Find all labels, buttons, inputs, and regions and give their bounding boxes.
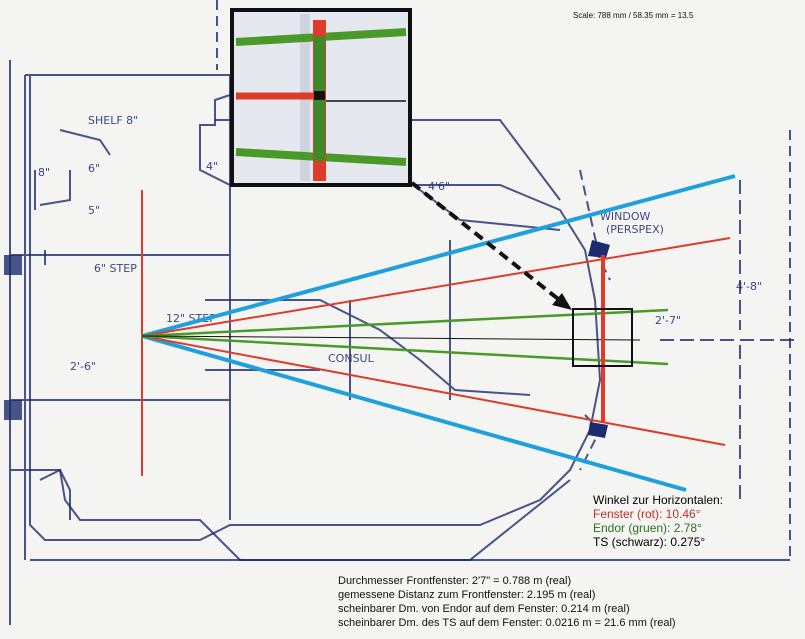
- label-step6: 6" STEP: [94, 262, 137, 275]
- angle-ts: TS (schwarz): 0.275°: [593, 535, 706, 549]
- label-six: 6": [88, 162, 100, 175]
- zoom-inset: [230, 8, 412, 187]
- label-four: 4": [206, 160, 218, 173]
- note-diameter: Durchmesser Frontfenster: 2'7" = 0.788 m…: [338, 575, 572, 587]
- endor-upper-line: [141, 308, 669, 338]
- blueprint-floorplan: SHELF 8" 8" 6" 5" 4" 4'6" 6" STEP 12" ST…: [4, 0, 800, 625]
- fov-upper-line: [141, 174, 736, 338]
- fov-lower-line: [141, 334, 687, 492]
- angles-title: Winkel zur Horizontalen:: [593, 493, 724, 507]
- note-distance: gemessene Distanz zum Frontfenster: 2.19…: [338, 589, 596, 601]
- label-shelf: SHELF 8": [88, 114, 138, 127]
- window-lower-line: [141, 335, 726, 446]
- label-eight: 8": [38, 166, 50, 179]
- scale-label: Scale: 788 mm / 58.35 mm = 13.5: [573, 11, 694, 20]
- angle-window: Fenster (rot): 10.46°: [593, 507, 701, 521]
- ts-line: [141, 335, 641, 341]
- zoom-region-box: [572, 308, 633, 367]
- window-upper-line: [141, 237, 731, 337]
- label-window-dim: 2'-7": [655, 314, 681, 327]
- label-perspex: (PERSPEX): [606, 223, 664, 236]
- label-four-six: 4'6": [428, 180, 450, 193]
- label-step12: 12" STEP: [166, 312, 216, 325]
- label-window: WINDOW: [600, 210, 650, 223]
- angles-legend: Winkel zur Horizontalen: Fenster (rot): …: [593, 493, 723, 549]
- angle-endor: Endor (gruen): 2.78°: [593, 521, 702, 535]
- note-endor: scheinbarer Dm. von Endor auf dem Fenste…: [338, 603, 630, 615]
- label-width: 2'-6": [70, 360, 96, 373]
- annotation-lines: [141, 174, 736, 492]
- note-ts: scheinbarer Dm. des TS auf dem Fenster: …: [338, 617, 676, 629]
- arrow-head-icon: [552, 293, 572, 310]
- label-consul: CONSUL: [328, 352, 375, 365]
- label-five: 5": [88, 204, 100, 217]
- measurement-notes: Durchmesser Frontfenster: 2'7" = 0.788 m…: [338, 574, 676, 630]
- label-height: 4'-8": [736, 280, 762, 293]
- endor-lower-line: [141, 334, 669, 366]
